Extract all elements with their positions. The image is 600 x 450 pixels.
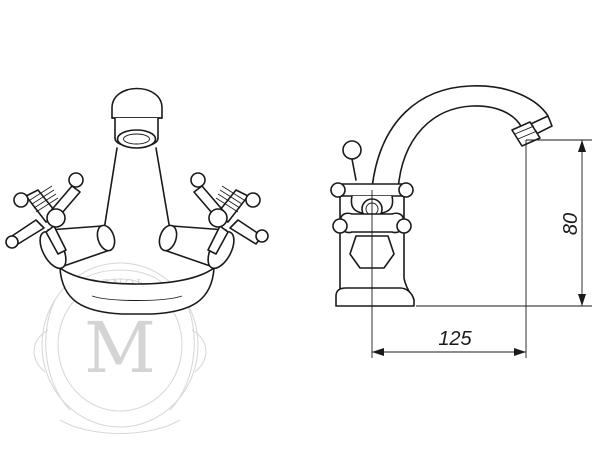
dimension-width-125: 125 (371, 140, 527, 358)
watermark-monogram: M (84, 307, 156, 389)
side-body-right (403, 187, 415, 301)
dimension-width-label: 125 (438, 328, 472, 350)
side-spout-outer (371, 85, 549, 189)
front-left-cross-handle (5, 172, 84, 255)
dimension-height-label: 80 (560, 213, 582, 235)
front-base (59, 267, 215, 315)
front-view (5, 87, 269, 315)
side-base (335, 287, 415, 307)
dimension-height-80: 80 (416, 139, 592, 307)
side-view (330, 85, 553, 307)
side-spout-inner (397, 105, 523, 191)
front-right-cross-handle (190, 172, 269, 255)
front-spout-outlet (116, 129, 157, 149)
side-lever-knob (342, 140, 362, 160)
front-spout-cap (111, 87, 163, 119)
